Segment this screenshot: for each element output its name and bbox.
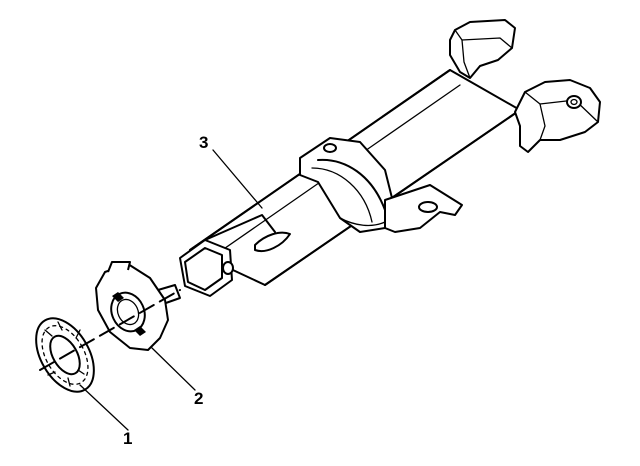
upper-mounting-bracket: [449, 19, 516, 79]
callout-3: 3: [199, 133, 208, 152]
leader-line-3: [212, 149, 263, 209]
callout-1: 1: [123, 429, 132, 448]
leader-line-2: [151, 347, 196, 391]
rear-mounting-bracket: [514, 79, 601, 153]
bearing-retainer-plate: [95, 261, 169, 351]
leader-lines: [79, 149, 263, 431]
assembly-centerline: [39, 289, 181, 371]
leader-line-1: [79, 384, 129, 431]
middle-clamp-bracket: [299, 137, 463, 233]
callout-2: 2: [194, 389, 203, 408]
tube-front-end: [179, 214, 291, 297]
